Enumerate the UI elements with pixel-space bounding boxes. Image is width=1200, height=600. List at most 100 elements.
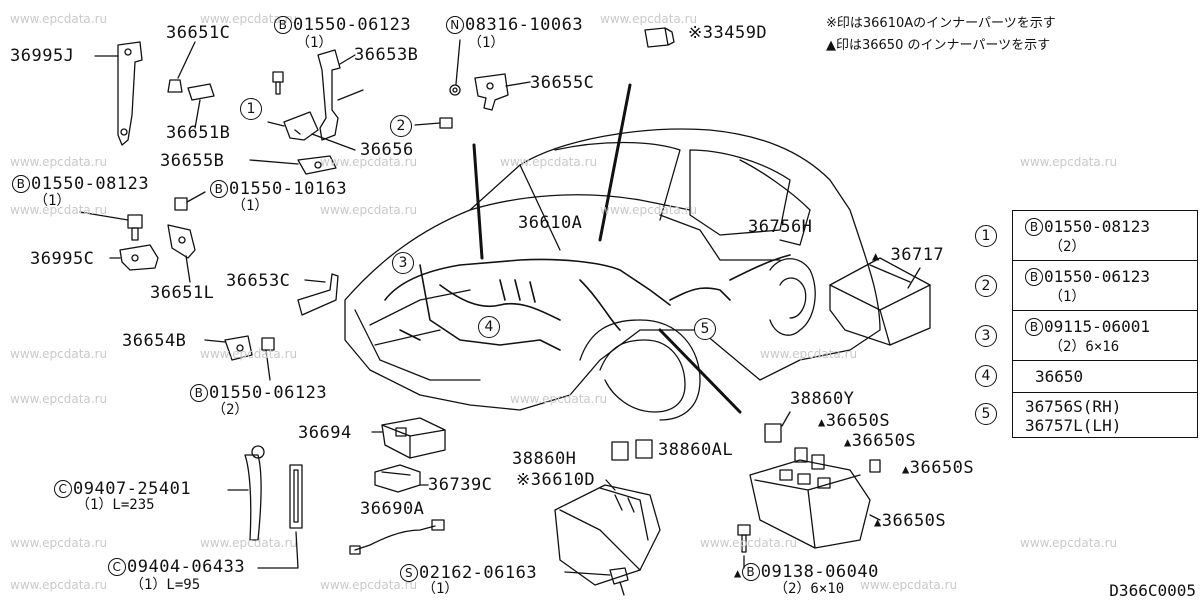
legend-num-5: 5 — [975, 403, 997, 425]
legend-part-4: 36650 — [1035, 367, 1084, 386]
main-harness — [384, 254, 791, 351]
legend-num-2: 2 — [975, 275, 997, 297]
label-33459D: ※33459D — [688, 24, 767, 42]
watermark: www.epcdata.ru — [10, 392, 108, 406]
part-number: 09115-06001 — [1044, 317, 1150, 336]
prefix-s-circle: S — [400, 564, 418, 582]
watermark: www.epcdata.ru — [320, 203, 418, 217]
part-number: 36717 — [890, 245, 945, 265]
bolt-09138 — [737, 524, 751, 553]
relay-38860Y — [764, 423, 782, 443]
watermark: www.epcdata.ru — [1020, 155, 1118, 169]
note-asterisk: ※印は36610Aのインナーパーツを示す — [826, 16, 1056, 31]
label-36653C: 36653C — [226, 271, 291, 291]
watermark: www.epcdata.ru — [600, 203, 698, 217]
callout-2: 2 — [390, 115, 412, 137]
fuse-box-36610D — [554, 484, 661, 586]
relay-38860AL — [635, 439, 653, 459]
callout-3: 3 — [392, 252, 414, 274]
label-36650S-a: ▲36650S — [818, 412, 890, 431]
label-36651B: 36651B — [166, 123, 231, 143]
fuse-block-36650 — [749, 459, 871, 549]
watermark: www.epcdata.ru — [200, 536, 298, 550]
label-36995J: 36995J — [10, 46, 75, 66]
strap-09404 — [289, 464, 303, 529]
watermark: www.epcdata.ru — [1020, 536, 1118, 550]
legend-row-4: 4 36650 — [975, 361, 1197, 393]
label-38860AL: 38860AL — [658, 440, 734, 460]
relay-38860H — [611, 441, 629, 461]
legend-num-1: 1 — [975, 225, 997, 247]
bracket-36655B — [297, 155, 337, 175]
label-36650S-c: ▲36650S — [902, 459, 974, 478]
part-36694 — [381, 417, 446, 459]
asterisk-mark: ※ — [688, 23, 703, 43]
label-36610D: ※36610D — [516, 471, 595, 489]
part-number: 33459D — [702, 23, 768, 43]
qty-n08316-10063: （1） — [468, 35, 505, 51]
part-number: 36610D — [530, 470, 596, 490]
bracket-36656 — [283, 111, 319, 141]
label-36651C: 36651C — [166, 23, 231, 43]
qty-s02162-06163: （1） — [422, 581, 459, 597]
bolt-36651C — [167, 79, 215, 101]
bolt-b01550-10163 — [174, 191, 206, 211]
label-36655B: 36655B — [160, 151, 225, 171]
triangle-mark: ▲ — [818, 415, 826, 429]
label-36651L: 36651L — [150, 283, 215, 303]
part-number: 09404-06433 — [127, 557, 246, 577]
label-38860Y: 38860Y — [790, 389, 855, 409]
fuse-36650S-b — [811, 454, 825, 470]
part-number: 01550-08123 — [31, 174, 150, 194]
nut-08316 — [449, 84, 461, 96]
asterisk-mark: ※ — [516, 470, 531, 490]
triangle-mark: ▲ — [872, 249, 880, 263]
label-36650S-b: ▲36650S — [844, 432, 916, 451]
prefix-b-circle: B — [274, 16, 292, 34]
bolt-b01550-08123 — [79, 211, 143, 241]
leader-fusebox — [658, 328, 742, 414]
triangle-mark: ▲ — [902, 462, 910, 476]
leader-36610A — [472, 143, 484, 260]
harness-36690A — [349, 519, 445, 555]
watermark: www.epcdata.ru — [200, 347, 298, 361]
bracket-36995J — [117, 41, 143, 146]
part-number: 09407-25401 — [73, 479, 192, 499]
legend-detail-5: 36757L(LH) — [1025, 416, 1122, 435]
bolt-b01550-mid — [261, 337, 275, 381]
clip-33459D — [644, 27, 675, 48]
triangle-mark: ▲ — [844, 435, 852, 449]
prefix-b-circle: B — [741, 563, 760, 581]
legend-detail-2: （1） — [1049, 289, 1086, 305]
part-number: 36650S — [851, 431, 917, 451]
note-triangle: ▲印は36650 のインナーパーツを示す — [826, 38, 1051, 53]
label-36756H: 36756H — [748, 217, 813, 237]
label-36610A: 36610A — [518, 213, 583, 233]
label-36656: 36656 — [360, 140, 414, 160]
prefix-b-circle: B — [190, 384, 208, 402]
strap-09407 — [244, 445, 265, 541]
legend-detail-3: （2）6×16 — [1049, 339, 1120, 355]
relay-box-36717 — [829, 257, 931, 346]
diagram-code: D366C0005 — [1109, 581, 1196, 600]
qty-b01550-10163: （1） — [232, 198, 269, 214]
part-number: 36650S — [881, 511, 947, 531]
legend-num-4: 4 — [975, 365, 997, 387]
label-36694: 36694 — [298, 423, 352, 443]
fuse-36650S-c — [869, 459, 881, 473]
watermark: www.epcdata.ru — [510, 392, 608, 406]
watermark: www.epcdata.ru — [10, 347, 108, 361]
legend-part-5: 36756S(RH) — [1025, 397, 1122, 416]
qty-b09138-06040: （2）6×10 — [774, 581, 845, 597]
watermark: www.epcdata.ru — [10, 536, 108, 550]
part-number: 01550-08123 — [1044, 217, 1150, 236]
watermark: www.epcdata.ru — [600, 12, 698, 26]
prefix-b-circle: B — [12, 175, 30, 193]
watermark: www.epcdata.ru — [10, 203, 108, 217]
